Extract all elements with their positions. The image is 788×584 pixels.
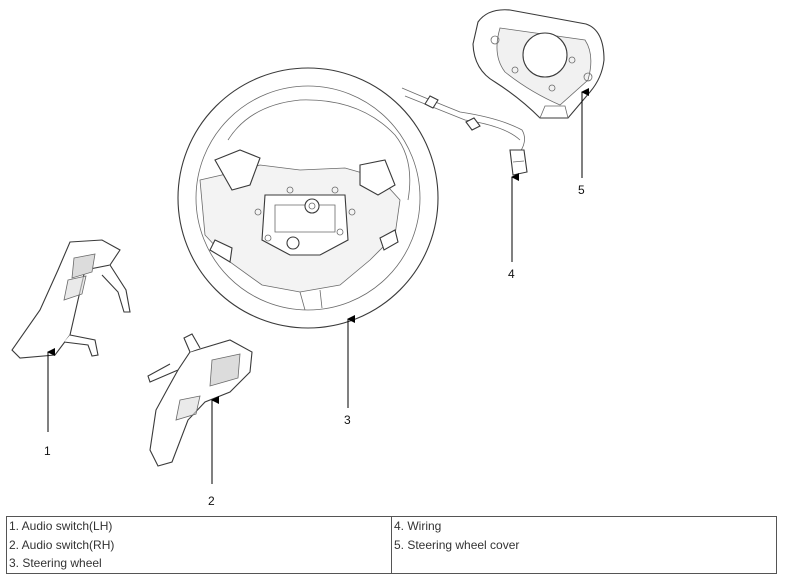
legend-item-steering-wheel: 3. Steering wheel xyxy=(9,556,102,571)
callout-1: 1 xyxy=(44,444,51,458)
legend-item-wiring: 4. Wiring xyxy=(394,519,442,533)
callout-3: 3 xyxy=(344,413,351,427)
parts-legend-table: 1. Audio switch(LH) 2. Audio switch(RH) … xyxy=(6,516,777,574)
audio-switch-rh-drawing xyxy=(147,333,253,467)
callout-4: 4 xyxy=(508,267,515,281)
legend-column-right: 4. Wiring 5. Steering wheel cover xyxy=(391,517,776,573)
audio-switch-lh-drawing xyxy=(11,239,131,359)
legend-item-steering-wheel-cover: 5. Steering wheel cover xyxy=(394,537,520,552)
legend-column-left: 1. Audio switch(LH) 2. Audio switch(RH) … xyxy=(7,517,391,573)
steering-wheel-exploded-diagram: 1 2 3 4 5 xyxy=(11,9,605,508)
callout-5: 5 xyxy=(578,183,585,197)
wiring-drawing xyxy=(401,87,528,176)
callout-2: 2 xyxy=(208,494,215,508)
steering-wheel-cover-drawing xyxy=(472,9,605,119)
legend-item-audio-switch-rh: 2. Audio switch(RH) xyxy=(9,537,115,552)
steering-wheel-drawing xyxy=(177,67,439,329)
legend-item-audio-switch-lh: 1. Audio switch(LH) xyxy=(9,519,113,533)
